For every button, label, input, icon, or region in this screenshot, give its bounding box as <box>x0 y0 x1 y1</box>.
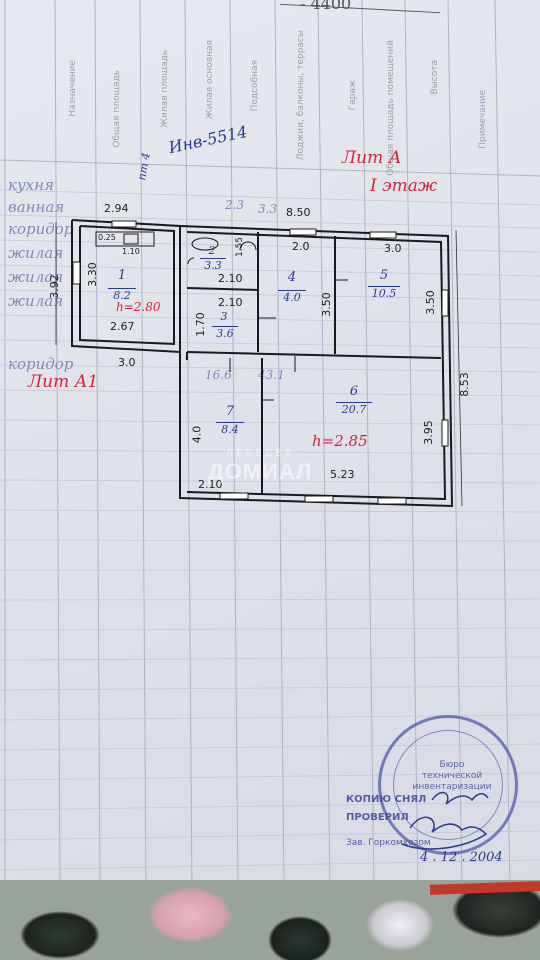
side-label-corridor: коридор <box>8 220 74 238</box>
stamp-head: Зав. Горкомхозом <box>346 838 431 848</box>
document-number: - 4400 <box>300 0 352 13</box>
side-label-bath: ванная <box>8 198 65 216</box>
room-7-number: 7 <box>225 404 235 419</box>
dim-bottom-right: 5.23 <box>330 468 355 481</box>
signatures <box>401 791 489 850</box>
dim-bath-inner: 1.10 <box>122 247 140 256</box>
watermark-main: ДОМИАЛ <box>208 459 313 484</box>
side-label-living-2: жилая <box>8 268 64 286</box>
table-value: 3.3 <box>258 202 278 216</box>
dim-small-room-width: 2.10 <box>218 272 243 285</box>
stamp-checked: ПРОВЕРИЛ <box>346 812 409 823</box>
floor-label: I этаж <box>370 176 438 196</box>
table-value: 43.1 <box>258 368 285 382</box>
room-4-area: 4.0 <box>278 290 306 304</box>
stamp-copy: КОПИЮ СНЯЛ <box>346 794 427 805</box>
side-label-corridor-2: коридор <box>8 355 74 373</box>
room-6-area: 20.7 <box>336 402 372 416</box>
room-1-number: 1 <box>117 268 127 283</box>
table-value: 16.6 <box>205 368 232 382</box>
lit-a1-label: Лит А1 <box>28 372 99 392</box>
dim-kitchen-width: 2.67 <box>110 320 135 333</box>
side-label-living-1: жилая <box>8 244 64 262</box>
room-2-area: 3.3 <box>200 258 226 272</box>
dim-bath-side: 0.25 <box>98 233 116 242</box>
room-6-number: 6 <box>349 384 359 399</box>
height-a1: h=2.80 <box>116 300 161 314</box>
room-3-number: 3 <box>220 310 228 323</box>
dim-top-overall: 8.50 <box>286 206 311 219</box>
seal-text: Бюро технической инвентаризации <box>412 760 492 792</box>
room-4-number: 4 <box>287 270 297 285</box>
side-label-kitchen: кухня <box>8 176 54 194</box>
lit-a-label: Лит А <box>342 148 402 168</box>
watermark: ЛЕБЕДЕВ ДОМИАЛ <box>208 448 313 485</box>
room-5-area: 10.5 <box>368 286 400 300</box>
inventory-document: - 4400 Назначение Общая площадь Жилая пл… <box>0 0 540 890</box>
round-seal <box>378 715 518 855</box>
dim-room5-width: 3.0 <box>384 242 402 255</box>
room-2-number: 2 <box>208 244 216 257</box>
height-a: h=2.85 <box>312 432 368 450</box>
dim-top-left: 2.94 <box>104 202 129 215</box>
watermark-top: ЛЕБЕДЕВ <box>225 448 295 459</box>
room-7-area: 8.4 <box>216 422 244 436</box>
dim-kitchen-bottom: 3.0 <box>118 356 136 369</box>
dim-room3-width: 2.10 <box>218 296 243 309</box>
room-5-number: 5 <box>379 268 389 283</box>
floor-plan <box>55 219 463 508</box>
room-3-area: 3.6 <box>212 326 238 340</box>
dim-room4-width: 2.0 <box>292 240 310 253</box>
table-value: 2.3 <box>225 198 245 212</box>
side-label-living-3: жилая <box>8 292 64 310</box>
dim-bottom-left: 2.10 <box>198 478 223 491</box>
stamp-date: 4 . 12 . 2004 <box>420 850 503 865</box>
room-1-area: 8.2 <box>108 288 136 302</box>
